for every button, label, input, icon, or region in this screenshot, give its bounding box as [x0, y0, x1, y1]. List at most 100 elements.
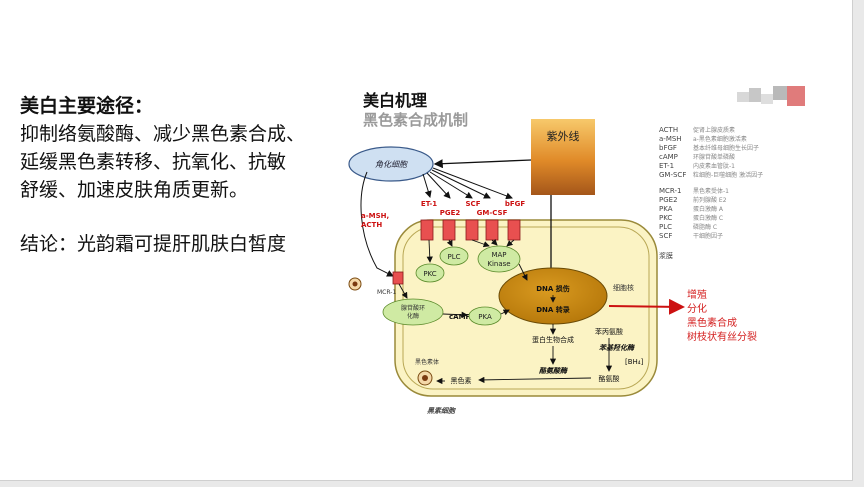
uv-to-keratinocyte-arrow — [433, 159, 532, 169]
keratinocyte-label: 角化细胞 — [375, 160, 408, 169]
legend-desc: 粒细胞-巨噬细胞 激活因子 — [693, 171, 763, 179]
legend-desc: 内皮素血管肽-1 — [693, 162, 735, 170]
factor-gmcsf-label: GM-CSF — [477, 209, 508, 217]
receptor-et1 — [420, 219, 434, 241]
dna-transcription-label: DNA 转录 — [536, 305, 570, 314]
legend-abbr: a-MSH — [659, 135, 682, 143]
summary-line-1: 抑制络氨酸酶、减少黑色素合成、 — [20, 123, 306, 145]
legend-abbr: ET-1 — [659, 162, 674, 170]
uv-sunlight-image — [531, 119, 595, 195]
outcome-differentiation: 分化 — [687, 302, 707, 315]
nucleus-label: 细胞核 — [613, 283, 634, 292]
legend-desc: 前列腺酸 E2 — [693, 196, 727, 204]
adenylate-label-2: 化酶 — [407, 312, 419, 320]
factor-et1-label: ET-1 — [421, 200, 437, 208]
gmcsf-to-map-arrow — [490, 238, 498, 246]
melanosome-icon-core — [352, 281, 358, 287]
outcome-dendritic-mitosis: 树枝状有丝分裂 — [687, 330, 757, 343]
pka-label: PKA — [478, 313, 492, 321]
receptor-pge2 — [442, 219, 456, 241]
summary-line-3: 舒缓、加速皮肤角质更新。 — [20, 179, 249, 201]
tyrosine-to-melanin-arrow — [478, 376, 592, 384]
map-kinase-node — [477, 245, 521, 273]
receptor-gmcsf — [485, 219, 499, 241]
legend-abbr: PLC — [659, 223, 672, 231]
factor-arrow — [432, 167, 513, 200]
camp-label: cAMP — [449, 313, 471, 321]
summary-text: 美白主要途径： 抑制络氨酸酶、减少黑色素合成、 延缓黑色素转移、抗氧化、抗敏 舒… — [20, 92, 340, 258]
mcr1-label: MCR-1 — [377, 289, 396, 296]
legend-desc: 促肾上腺皮质素 — [693, 126, 735, 134]
bfgf-to-map-arrow — [506, 239, 515, 247]
legend-desc: 蛋白激酶 C — [693, 214, 723, 222]
melanin-label: 黑色素 — [451, 376, 472, 385]
outcome-proliferation: 增殖 — [687, 288, 707, 301]
dna-damage-label: DNA 损伤 — [536, 284, 570, 293]
melanosome-label: 黑色素体 — [415, 358, 439, 366]
phenylalanine-hydroxylase-label: 苯基羟化酶 — [599, 343, 636, 352]
acth-label: ACTH — [361, 221, 382, 229]
legend-desc: 磷脂酶 C — [693, 223, 717, 231]
summary-line-2: 延缓黑色素转移、抗氧化、抗敏 — [20, 151, 287, 173]
protein-synthesis-label: 蛋白生物合成 — [532, 335, 574, 344]
mcr1-receptor — [392, 271, 404, 285]
factor-arrow — [426, 172, 451, 199]
figure-subtitle: 黑色素合成机制 — [363, 111, 468, 129]
legend-abbr: SCF — [659, 232, 672, 240]
legend-abbr: PKC — [659, 214, 672, 222]
mcr1-to-adenylate-arrow — [398, 283, 408, 299]
pkc-label: PKC — [423, 270, 436, 278]
legend-desc: 黑色素受体-1 — [693, 187, 729, 195]
tyrosine-label: 酪氨酸 — [599, 374, 620, 383]
conclusion-text: 结论：光韵霜可提肝肌肤白皙度 — [20, 233, 287, 255]
cytoplasm-label: 浆膜 — [659, 251, 673, 260]
factor-scf-label: SCF — [466, 200, 481, 208]
legend-abbr: PGE2 — [659, 196, 678, 204]
blurred-logo — [737, 86, 805, 106]
factor-arrow — [422, 173, 432, 198]
adenylate-label-1: 腺苷酸环 — [401, 304, 425, 312]
legend-abbr: MCR-1 — [659, 187, 682, 195]
adenylate-to-camp-arrow — [442, 311, 468, 318]
summary-title: 美白主要途径： — [20, 95, 154, 117]
map-to-nucleus-arrow — [518, 263, 528, 281]
abbreviation-legend: ACTH 促肾上腺皮质素 a-MSH a-黑色素细胞激活素 bFGF 基本纤维母… — [659, 126, 763, 240]
legend-desc: 环腺苷酸单磷酸 — [693, 153, 735, 161]
pka-node — [468, 306, 502, 326]
melanocyte-label: 黑素细胞 — [427, 406, 456, 415]
melanin-mechanism-figure: 美白机理 黑色素合成机制 紫外线 ACTH 促肾上腺皮质素 a-MSH a-黑色… — [337, 76, 811, 418]
bh4-label: [BH₄] — [625, 358, 644, 366]
factor-arrow — [431, 169, 491, 199]
keratinocyte-cell — [348, 146, 434, 182]
legend-desc: 基本纤维母细胞生长因子 — [693, 144, 759, 152]
outcome-melanin-synthesis: 黑色素合成 — [687, 316, 737, 329]
legend-abbr: bFGF — [659, 144, 677, 152]
receptor-bfgf — [507, 219, 521, 241]
legend-abbr: PKA — [659, 205, 673, 213]
outcome-arrow — [608, 298, 685, 315]
scf-to-map-arrow — [471, 239, 490, 248]
plc-label: PLC — [447, 253, 460, 261]
legend-desc: 蛋白激酶 A — [693, 205, 724, 213]
factor-arrow — [429, 171, 473, 199]
adenylate-cyclase-node — [382, 298, 444, 326]
melanosome-icon-core — [422, 375, 428, 381]
pka-to-nucleus-arrow — [500, 309, 510, 316]
legend-abbr: GM-SCF — [659, 171, 686, 179]
factor-bfgf-label: bFGF — [505, 200, 526, 208]
tyrosinase-label: 酪氨酸酶 — [539, 366, 569, 375]
legend-desc: 干细胞因子 — [693, 232, 723, 240]
msh-path-arrow — [360, 171, 394, 277]
phenylalanine-label: 苯丙氨酸 — [595, 327, 623, 336]
receptor-scf — [465, 219, 479, 241]
msh-label: a-MSH, — [361, 212, 389, 220]
plc-node — [439, 246, 469, 266]
map-label: MAP — [491, 251, 506, 259]
figure-title: 美白机理 — [363, 91, 427, 110]
mechanism-diagram: 美白机理 黑色素合成机制 紫外线 ACTH 促肾上腺皮质素 a-MSH a-黑色… — [337, 76, 811, 418]
legend-abbr: ACTH — [659, 126, 678, 134]
kinase-label: Kinase — [487, 260, 510, 268]
pge2-to-plc-arrow — [446, 239, 453, 247]
et1-to-pkc-arrow — [426, 239, 433, 263]
legend-desc: a-黑色素细胞激活素 — [693, 135, 747, 143]
